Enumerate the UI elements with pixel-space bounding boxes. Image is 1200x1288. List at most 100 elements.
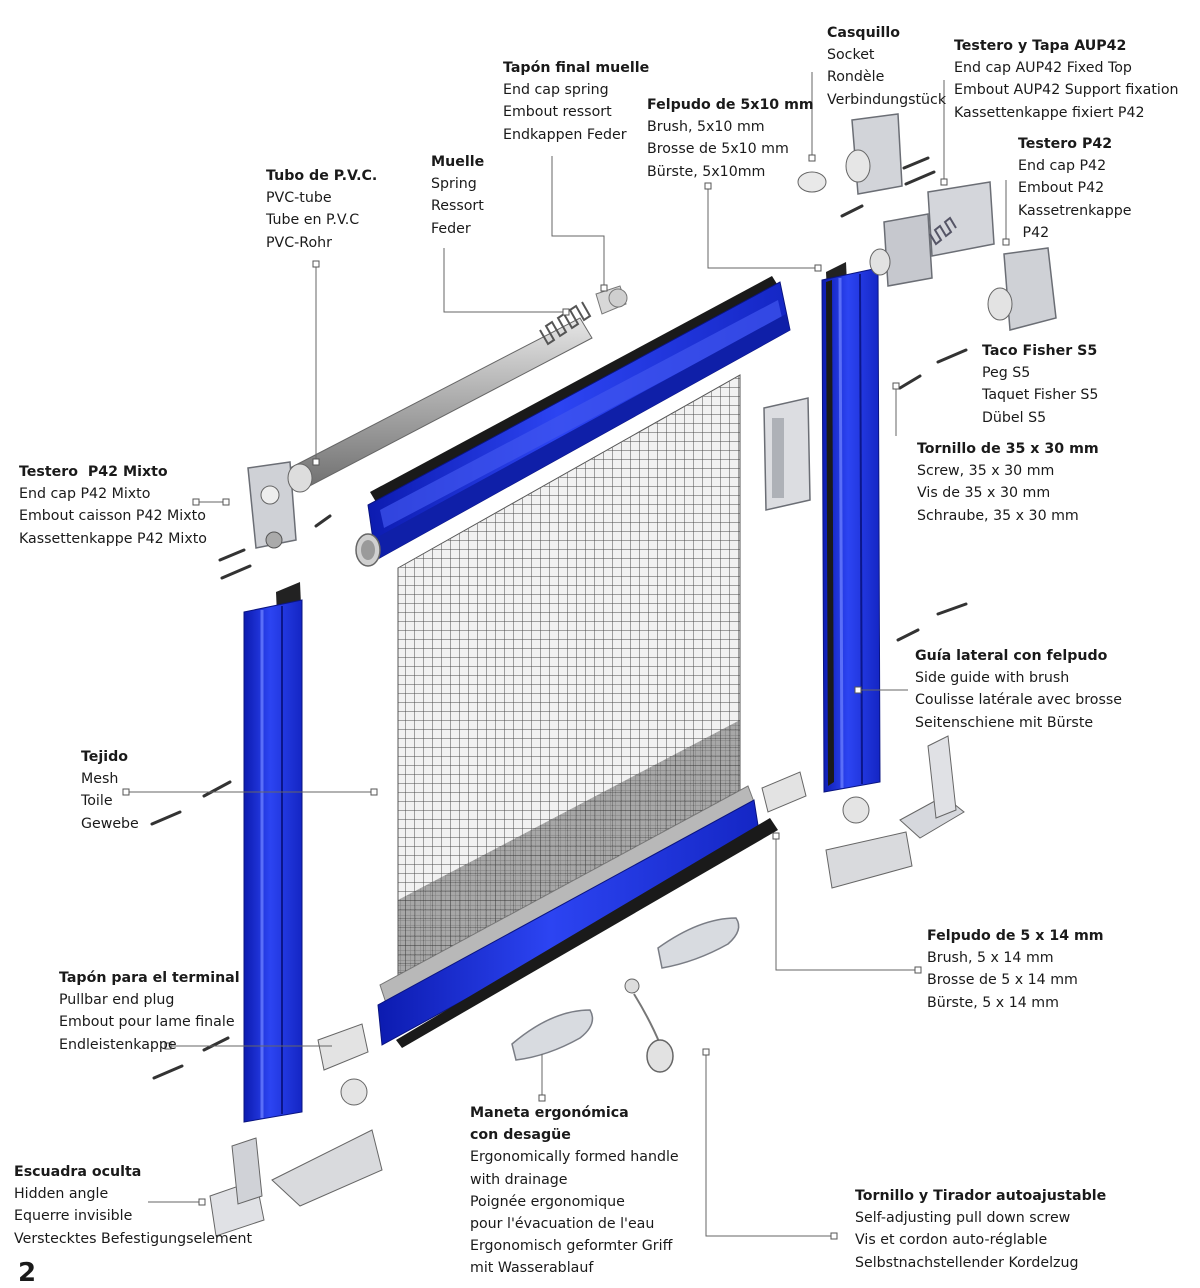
callout-line: Selbstnachstellender Kordelzug [855,1254,1079,1271]
callout-line: Kassetrenkappe [1018,202,1132,219]
callout-line: Hidden angle [14,1186,109,1203]
callout-line: Brosse de 5x10 mm [647,141,789,158]
right-side-guide [821,262,881,793]
page-number: 2 [18,1258,37,1288]
callout-testero-aup42: Testero y Tapa AUP42 End cap AUP42 Fixed… [954,35,1179,124]
callout-line: Embout ressort [503,104,612,121]
callout-line: Vis de 35 x 30 mm [917,485,1051,502]
callout-tornillo-35x30: Tornillo de 35 x 30 mm Screw, 35 x 30 mm… [917,438,1099,527]
callout-casquillo: Casquillo Socket Rondèle Verbindungstück [827,22,946,111]
leader-endpoints [122,154,1010,1240]
pvc-tube [289,285,628,491]
callout-title: Testero y Tapa AUP42 [954,38,1127,54]
callout-line: pour l'évacuation de l'eau [470,1216,655,1233]
pullbar [377,785,778,1048]
callout-line: Ressort [431,198,484,215]
callout-line: Screw, 35 x 30 mm [917,463,1055,480]
callout-title: Guía lateral con felpudo [915,648,1108,664]
pull-screw-left [271,1078,383,1207]
callout-title: Tejido [81,749,129,765]
callout-line: Dübel S5 [982,409,1047,426]
callout-line: Toile [81,793,113,810]
callout-tapon-terminal: Tapón para el terminal Pullbar end plug … [59,967,240,1056]
callout-line: Brosse de 5 x 14 mm [927,972,1078,989]
callout-line: Feder [431,220,471,237]
top-connector [763,397,811,511]
callout-line: Pullbar end plug [59,992,175,1009]
callout-line: Verstecktes Befestigungselement [14,1230,253,1247]
callout-line: Brush, 5x10 mm [647,119,765,136]
callout-title: Tornillo de 35 x 30 mm [917,441,1099,457]
callout-line: Embout P42 [1018,180,1105,197]
callout-line: Poignée ergonomique [470,1193,625,1210]
ergonomic-handle-bottom [511,1009,594,1061]
callout-title: Tubo de P.V.C. [266,168,378,184]
callout-title: Muelle [431,154,485,170]
callout-line: with drainage [470,1171,568,1188]
callout-line: Seitenschiene mit Bürste [915,714,1094,731]
callout-line: PVC-tube [266,190,332,207]
pullbar-end-plug-right [761,771,807,813]
callout-tejido: Tejido Mesh Toile Gewebe [81,746,139,835]
callout-title-line2: con desagüe [470,1127,571,1144]
callout-tapon-final-muelle: Tapón final muelle End cap spring Embout… [503,57,649,146]
callout-line: Gewebe [81,815,139,832]
callout-line: mit Wasserablauf [470,1260,594,1277]
top-cassette [355,276,791,567]
callout-line: Embout AUP42 Support fixation [954,82,1179,99]
end-cap-p42 [987,247,1057,331]
callout-line: Self-adjusting pull down screw [855,1210,1071,1227]
callout-line: Rondèle [827,69,885,86]
callout-line: Kassettenkappe fixiert P42 [954,104,1145,121]
callout-taco-fisher: Taco Fisher S5 Peg S5 Taquet Fisher S5 D… [982,340,1098,429]
callout-line: Tube en P.V.C [266,212,360,229]
callout-line: Vis et cordon auto-réglable [855,1232,1048,1249]
callout-tornillo-tirador: Tornillo y Tirador autoajustable Self-ad… [855,1185,1106,1274]
callout-line: Bürste, 5 x 14 mm [927,994,1059,1011]
callout-felpudo-5x10: Felpudo de 5x10 mm Brush, 5x10 mm Brosse… [647,94,814,183]
socket-part [797,113,903,195]
screws-and-pegs [150,156,968,1080]
callout-line: Taquet Fisher S5 [982,387,1099,404]
callout-line: End cap P42 Mixto [19,486,151,503]
callout-line: Socket [827,47,875,64]
callout-line: Verbindungstück [827,91,947,108]
callout-title: Felpudo de 5 x 14 mm [927,928,1104,944]
callout-line: Side guide with brush [915,670,1070,687]
callout-line: Endleistenkappe [59,1036,177,1053]
end-cap-p42-mixto [247,461,313,549]
leader-lines [126,72,1007,1237]
pull-screw-right [825,796,913,889]
callout-guia-lateral: Guía lateral con felpudo Side guide with… [915,645,1122,734]
callout-line: Embout caisson P42 Mixto [19,508,206,525]
callout-muelle: Muelle Spring Ressort Feder [431,151,484,240]
callout-line: Ergonomically formed handle [470,1149,679,1166]
ergonomic-handle-top [657,917,740,969]
pull-cord [624,978,674,1073]
callout-line: Ergonomisch geformter Griff [470,1238,673,1255]
hidden-angle-right [899,735,965,839]
end-cap-aup42 [869,181,995,287]
callout-line: End cap AUP42 Fixed Top [954,60,1132,77]
callout-line: Coulisse latérale avec brosse [915,692,1122,709]
callout-testero-p42: Testero P42 End cap P42 Embout P42 Kasse… [1018,133,1131,244]
callout-title: Tornillo y Tirador autoajustable [855,1188,1107,1204]
callout-line: PVC-Rohr [266,234,333,251]
hidden-angle-left [209,1137,265,1237]
callout-maneta: Maneta ergonómica con desagüe Ergonomica… [470,1102,679,1280]
callout-title: Tapón para el terminal [59,970,240,986]
spring-coil [539,301,592,346]
callout-title: Maneta ergonómica [470,1105,629,1121]
callout-line: Mesh [81,771,119,788]
callout-line: Spring [431,176,477,193]
callout-felpudo-5x14: Felpudo de 5 x 14 mm Brush, 5 x 14 mm Br… [927,925,1104,1014]
callout-escuadra-oculta: Escuadra oculta Hidden angle Equerre inv… [14,1161,252,1250]
callout-line: Equerre invisible [14,1208,133,1225]
callout-line: Embout pour lame finale [59,1014,235,1031]
callout-title: Felpudo de 5x10 mm [647,97,814,113]
callout-title: Testero P42 [1018,136,1113,152]
callout-line: Peg S5 [982,365,1031,382]
callout-title: Tapón final muelle [503,60,650,76]
callout-title: Casquillo [827,25,901,41]
